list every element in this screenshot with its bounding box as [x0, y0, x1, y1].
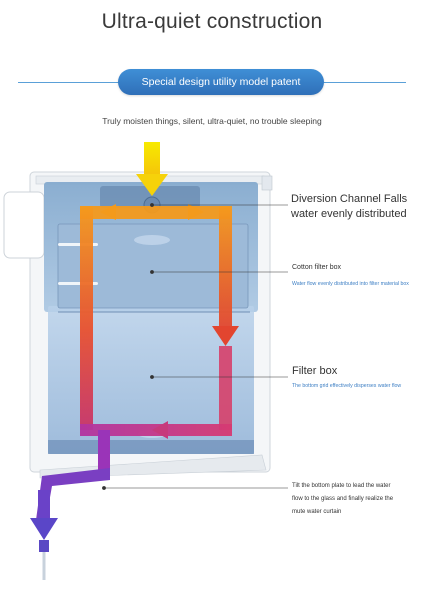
bottom-plate-note: Tilt the bottom plate to lead the water …	[292, 483, 394, 515]
patent-badge: Special design utility model patent	[118, 69, 324, 95]
subtitle: Truly moisten things, silent, ultra-quie…	[102, 116, 322, 126]
filter-box-label: Filter box	[292, 365, 338, 377]
leader-lines	[102, 203, 288, 490]
flow-arrows	[30, 142, 239, 580]
cotton-filter-label: Cotton filter box	[292, 264, 342, 271]
cotton-filter-desc: Water flow evenly distributed into filte…	[292, 281, 409, 287]
water-flow-diagram	[3, 142, 288, 580]
page-title: Ultra-quiet construction	[101, 10, 323, 33]
diversion-channel-label: Diversion Channel Falls water evenly dis…	[291, 193, 408, 220]
filter-box-desc: The bottom grid effectively disperses wa…	[292, 383, 402, 389]
